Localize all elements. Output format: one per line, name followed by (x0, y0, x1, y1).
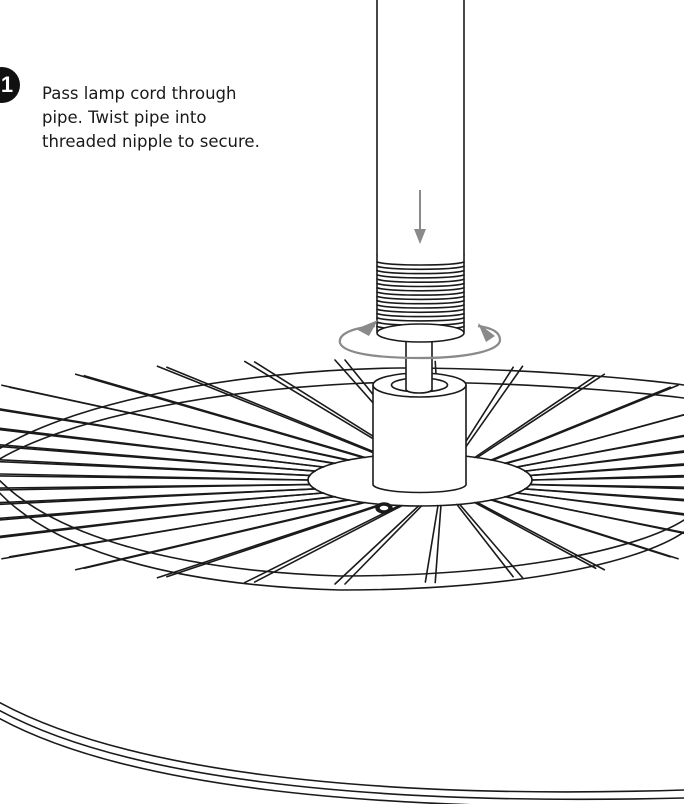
spoke-line (0, 488, 317, 504)
rotation-arrow-icon (338, 320, 502, 360)
spoke-line (529, 464, 684, 477)
instruction-line: Pass lamp cord through (42, 84, 237, 103)
thread-line (376, 291, 465, 296)
spoke-line (476, 373, 606, 459)
spoke-line (529, 483, 684, 490)
spoke-line (473, 501, 597, 570)
shade-rim-outer (0, 367, 684, 450)
spoke-line (505, 495, 684, 535)
spoke-line (166, 366, 384, 457)
thread-line (376, 299, 465, 305)
thread-line (376, 265, 465, 271)
spoke-line (490, 386, 672, 461)
spoke-line (531, 476, 684, 481)
spoke-line (243, 504, 400, 584)
shade-rim-front-outer (0, 479, 684, 577)
spoke-line (166, 503, 384, 578)
spoke-line (515, 435, 684, 468)
spoke-line (74, 373, 364, 459)
spoke-line (1, 384, 348, 461)
spoke-line (516, 492, 684, 516)
shade-bottom-1 (0, 701, 684, 793)
down-arrow-icon (414, 190, 426, 244)
spoke-line (456, 503, 514, 578)
spoke-line (0, 495, 336, 538)
instruction-line: threaded nipple to secure. (42, 132, 260, 151)
thread-line (376, 312, 465, 318)
spoke-line (492, 499, 679, 560)
thread-line (376, 287, 465, 292)
spoke-line (523, 451, 684, 472)
instruction-line: pipe. Twist pipe into (42, 108, 207, 127)
spoke-line (0, 409, 336, 465)
spoke-line (0, 492, 325, 520)
spoke-line (0, 483, 311, 489)
spoke-line (0, 473, 309, 481)
spoke-line (156, 365, 382, 457)
thread-line (376, 261, 465, 266)
spoke-line (253, 504, 403, 583)
spoke-line (458, 365, 524, 457)
thread-line (376, 278, 465, 283)
spoke-line (458, 503, 524, 579)
thread-line (376, 269, 465, 275)
spoke-line (83, 501, 367, 570)
spoke-line (473, 374, 597, 459)
pipe-body (376, 0, 465, 256)
spoke-line (476, 501, 606, 571)
spoke-line (492, 384, 679, 461)
shade-rim-front-inner (0, 492, 684, 591)
instruction-text: Pass lamp cord through pipe. Twist pipe … (42, 82, 332, 154)
shade-bottom-2 (0, 709, 684, 801)
pipe-end (376, 323, 465, 343)
thread-line (376, 304, 465, 309)
thread-line (376, 274, 465, 279)
shade-spokes (0, 359, 684, 585)
spoke-line (156, 503, 382, 579)
threaded-nipple (405, 339, 433, 394)
step-number-badge: 1 (0, 67, 20, 103)
thread-line (376, 308, 465, 314)
spoke-line (0, 444, 316, 472)
spoke-line (8, 499, 350, 558)
spoke-line (434, 504, 442, 584)
coupling-body (372, 384, 467, 494)
thread-line (376, 295, 465, 301)
spoke-line (344, 505, 423, 585)
spoke-line (0, 427, 324, 468)
spoke-line (504, 414, 684, 465)
spoke-line (424, 504, 439, 583)
spoke-line (0, 459, 311, 477)
spoke-line (524, 488, 684, 502)
thread-line (376, 317, 465, 322)
spoke-line (334, 505, 420, 585)
thread-line (376, 282, 465, 288)
spoke-line (0, 408, 335, 465)
hub-screw (375, 502, 393, 514)
